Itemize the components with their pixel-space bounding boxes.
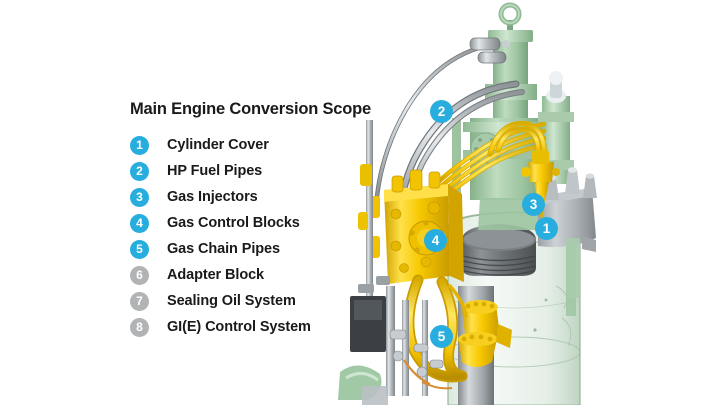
legend-item-hp-fuel-pipes[interactable]: 2 HP Fuel Pipes: [130, 158, 380, 184]
legend-item-gas-injectors[interactable]: 3 Gas Injectors: [130, 184, 380, 210]
legend-badge-1: 1: [130, 135, 149, 155]
legend-item-sealing-oil-system[interactable]: 7 Sealing Oil System: [130, 288, 380, 314]
legend-label-2: HP Fuel Pipes: [167, 163, 263, 179]
adapter-block-accessory: [358, 164, 372, 230]
legend-item-gas-control-blocks[interactable]: 4 Gas Control Blocks: [130, 210, 380, 236]
legend-label-5: Gas Chain Pipes: [167, 241, 280, 257]
callout-badge-2[interactable]: 2: [430, 100, 453, 123]
legend-label-4: Gas Control Blocks: [167, 215, 300, 231]
legend-panel: Main Engine Conversion Scope 1 Cylinder …: [130, 100, 380, 340]
legend-label-3: Gas Injectors: [167, 189, 258, 205]
legend-item-cylinder-cover[interactable]: 1 Cylinder Cover: [130, 132, 380, 158]
legend-label-6: Adapter Block: [167, 267, 264, 283]
pipe-coupling: [469, 37, 510, 64]
legend-item-gas-chain-pipes[interactable]: 5 Gas Chain Pipes: [130, 236, 380, 262]
callout-badge-5[interactable]: 5: [430, 325, 453, 348]
legend-label-7: Sealing Oil System: [167, 293, 296, 309]
legend-label-1: Cylinder Cover: [167, 137, 269, 153]
gas-injector: [521, 150, 560, 222]
legend-badge-4: 4: [130, 213, 149, 233]
callout-badge-1[interactable]: 1: [535, 217, 558, 240]
legend-badge-8: 8: [130, 317, 149, 337]
legend-badge-6: 6: [130, 265, 149, 285]
legend-badge-5: 5: [130, 239, 149, 259]
page-title: Main Engine Conversion Scope: [130, 100, 372, 118]
legend-item-gie-control-system[interactable]: 8 GI(E) Control System: [130, 314, 380, 340]
legend-badge-7: 7: [130, 291, 149, 311]
gas-control-block: [366, 169, 464, 284]
sealing-oil-rigging: [338, 120, 453, 405]
callout-badge-4[interactable]: 4: [424, 229, 447, 252]
legend-badge-3: 3: [130, 187, 149, 207]
legend-item-adapter-block[interactable]: 6 Adapter Block: [130, 262, 380, 288]
legend-badge-2: 2: [130, 161, 149, 181]
legend-label-8: GI(E) Control System: [167, 319, 311, 335]
callout-badge-3[interactable]: 3: [522, 193, 545, 216]
